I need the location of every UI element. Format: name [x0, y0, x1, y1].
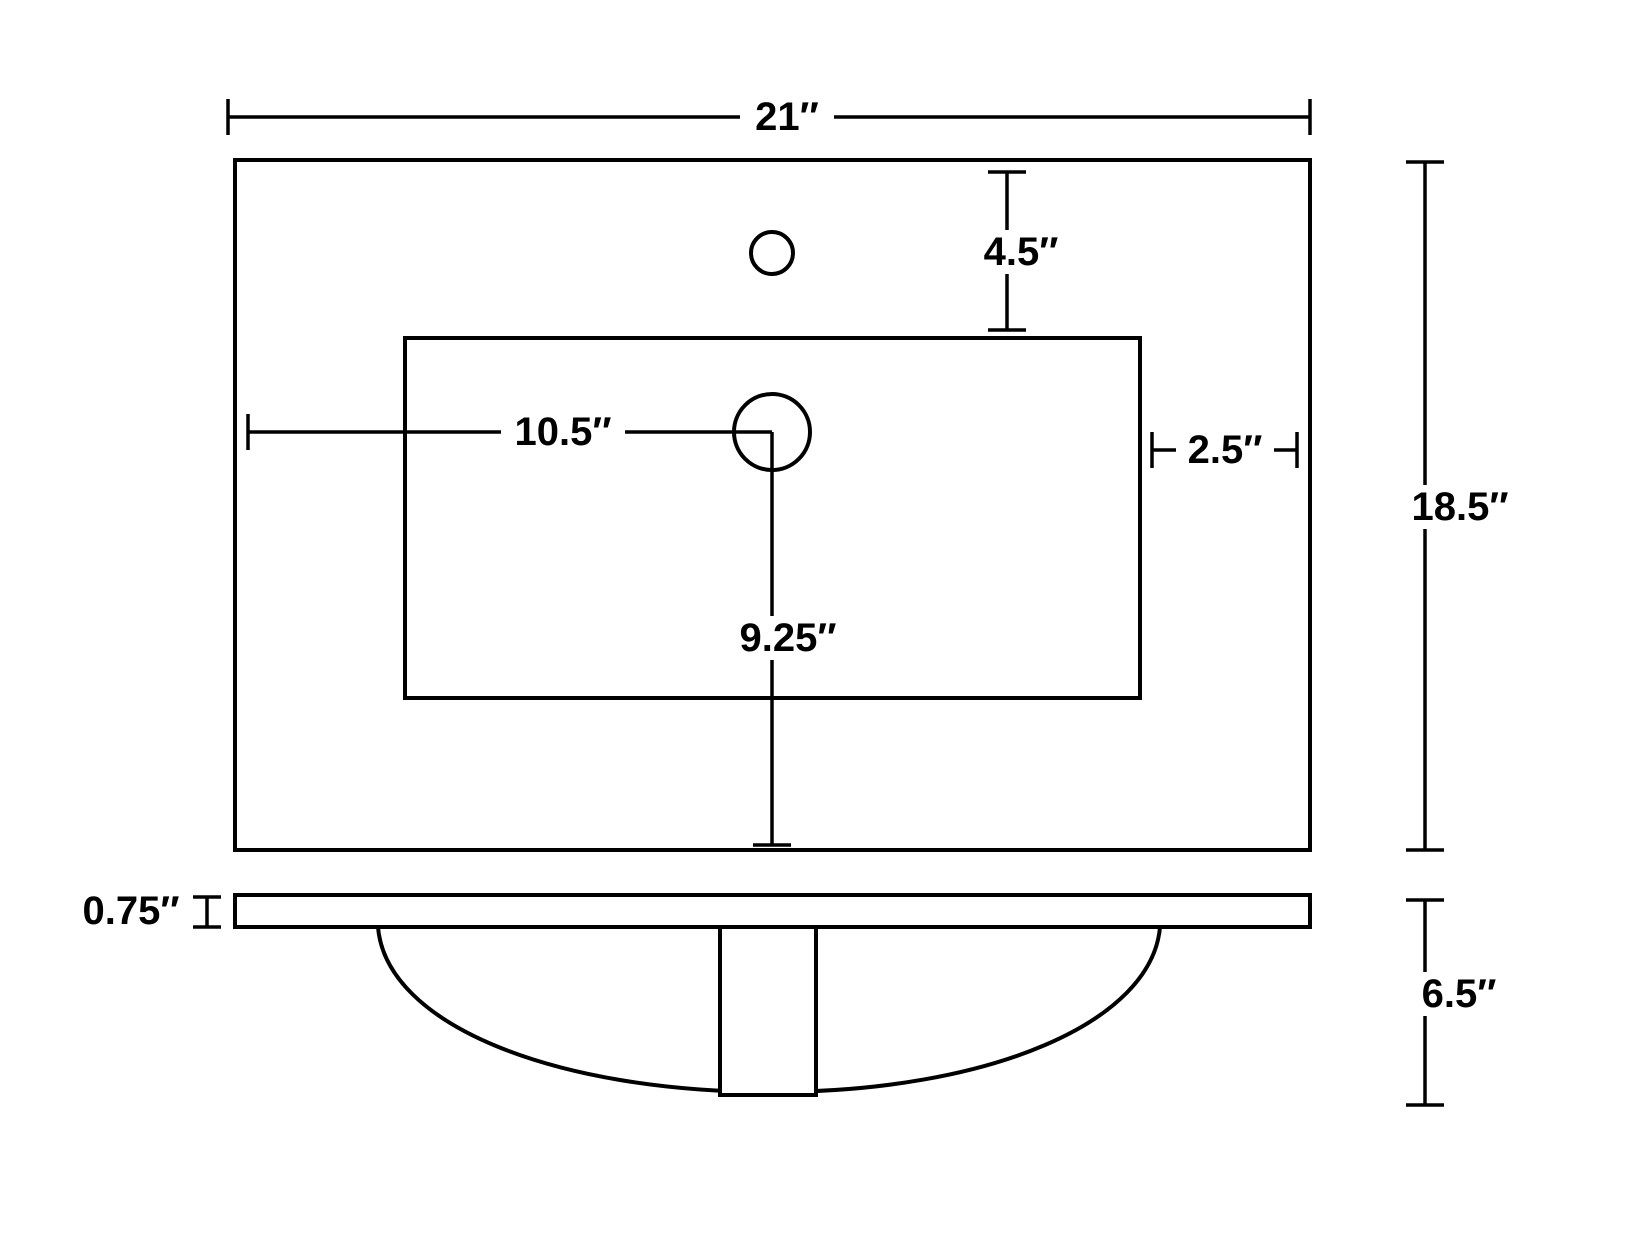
dim-bowl-depth: 6.5″ — [1406, 898, 1510, 1107]
dim-label-bg — [1408, 972, 1510, 1016]
front-view — [233, 893, 1312, 1097]
dim-label-bg — [970, 230, 1072, 274]
dim-label-bg — [1176, 428, 1274, 472]
dim-label-basin-right-gap: 2.5″ — [1188, 428, 1263, 472]
dim-label-bg — [501, 410, 625, 454]
dim-thickness: 0.75″ — [82, 889, 221, 933]
dim-label-thickness: 0.75″ — [82, 889, 179, 933]
dim-label-bowl-depth: 6.5″ — [1422, 972, 1497, 1016]
dim-faucet-from-top: 4.5″ — [970, 170, 1072, 332]
dim-label-overall-width: 21″ — [755, 95, 819, 139]
dim-label-bg — [1392, 485, 1528, 529]
dim-drain-from-left: 10.5″ — [246, 410, 772, 454]
dim-label-bg — [740, 95, 834, 139]
dim-label-drain-to-bottom: 9.25″ — [739, 616, 836, 660]
dim-drain-to-bottom: 9.25″ — [722, 432, 854, 847]
dim-overall-width: 21″ — [226, 95, 1312, 139]
dim-overall-depth: 18.5″ — [1392, 160, 1528, 852]
dim-label-overall-depth: 18.5″ — [1411, 485, 1508, 529]
drain-pipe — [718, 925, 818, 1097]
dim-label-faucet-from-top: 4.5″ — [984, 230, 1059, 274]
dim-label-drain-from-left: 10.5″ — [514, 410, 611, 454]
dim-basin-right-gap: 2.5″ — [1150, 428, 1299, 472]
countertop-outline — [233, 158, 1312, 852]
countertop-slab — [233, 893, 1312, 929]
dim-label-bg — [722, 616, 854, 660]
faucet-hole — [749, 230, 795, 276]
